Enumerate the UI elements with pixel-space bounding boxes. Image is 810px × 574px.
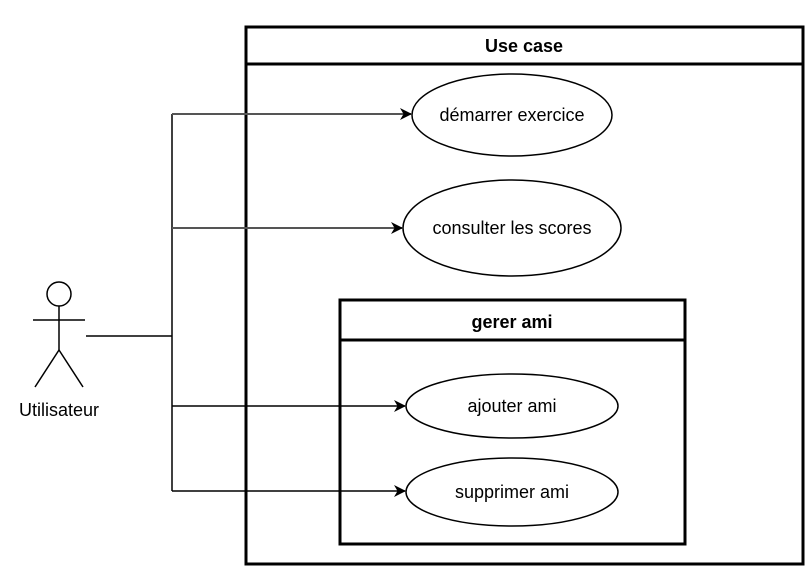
use-case-label: démarrer exercice [439, 105, 584, 125]
use-case-label: consulter les scores [432, 218, 591, 238]
actor-utilisateur[interactable]: Utilisateur [19, 281, 99, 420]
package-title: gerer ami [471, 312, 552, 332]
use-case-label: supprimer ami [455, 482, 569, 502]
actor-name: Utilisateur [19, 400, 99, 420]
use-case-uc1[interactable]: démarrer exercice [411, 73, 613, 157]
use-case-uc2[interactable]: consulter les scores [402, 179, 622, 277]
use-case-label: ajouter ami [467, 396, 556, 416]
associations [86, 108, 412, 497]
actor-figure-icon [33, 281, 85, 388]
system-title: Use case [485, 36, 563, 56]
use-case-uc3[interactable]: ajouter ami [405, 373, 619, 439]
use-case-uc4[interactable]: supprimer ami [405, 457, 619, 527]
